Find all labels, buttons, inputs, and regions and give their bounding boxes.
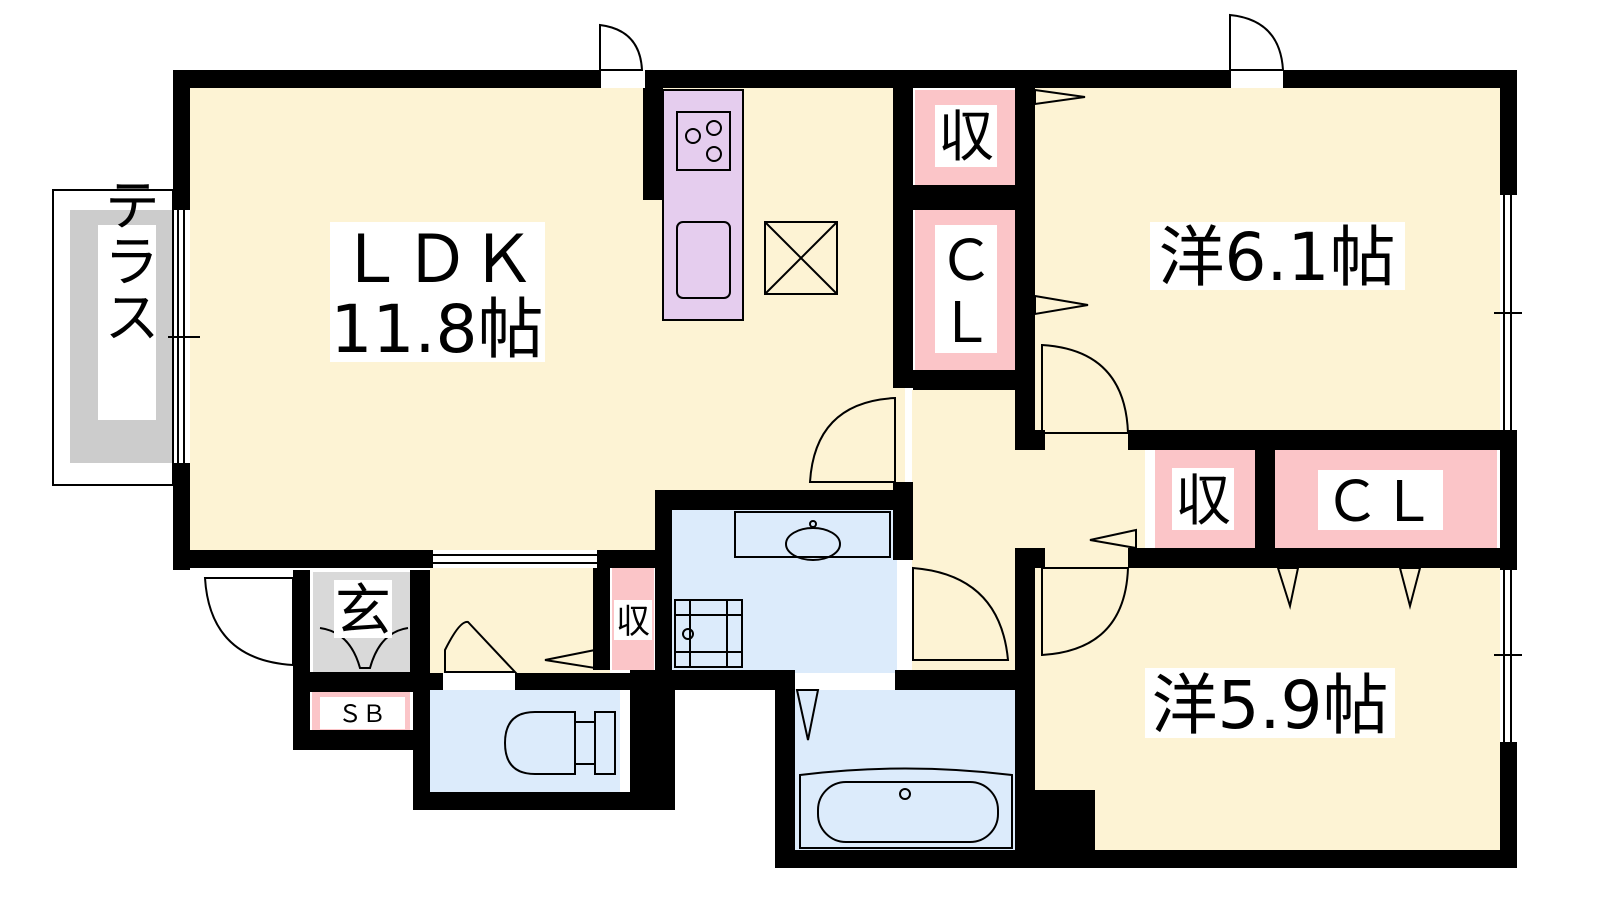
stove-icon xyxy=(676,111,731,171)
washbasin-icon xyxy=(734,511,891,561)
ldk-size-label: 11.8帖 xyxy=(331,291,544,368)
hall-corridor-floor xyxy=(1035,450,1145,550)
bathtub-icon xyxy=(799,767,1013,849)
ldk-floor xyxy=(190,88,905,550)
entry-hall-floor xyxy=(430,568,610,673)
western-room-2-label: 洋5.9帖 xyxy=(1152,667,1389,744)
ldk-label: ＬＤＫ xyxy=(338,221,536,298)
western-room-1-label: 洋6.1帖 xyxy=(1159,219,1396,296)
closet-top-l-label: Ｌ xyxy=(938,291,994,356)
sink-icon xyxy=(676,221,731,299)
terrace-label: テラス xyxy=(95,176,160,344)
walls xyxy=(173,70,1517,868)
storage-top-label: 収 xyxy=(938,105,994,170)
closet-top-c-label: Ｃ xyxy=(938,229,994,294)
toilet-icon xyxy=(503,711,616,775)
toilet-floor xyxy=(430,690,620,792)
storage-mid-label: 収 xyxy=(1175,469,1231,534)
genkan-label: 玄 xyxy=(335,579,391,644)
closet-mid-label: ＣＬ xyxy=(1324,470,1436,535)
kitchen-counter xyxy=(662,89,744,321)
shoe-box-label: ＳＢ xyxy=(338,700,386,728)
washroom-floor xyxy=(672,510,897,673)
labels: ＬＤＫ 11.8帖 洋6.1帖 洋5.9帖 テラス 玄 ＳＢ 収 Ｃ Ｌ 収 Ｃ… xyxy=(95,105,1443,744)
refrigerator-space-icon xyxy=(764,221,838,295)
washing-machine-icon xyxy=(674,599,743,668)
storage-small-label: 収 xyxy=(616,602,650,642)
bathroom-floor xyxy=(795,690,1020,850)
doors xyxy=(168,13,1522,742)
